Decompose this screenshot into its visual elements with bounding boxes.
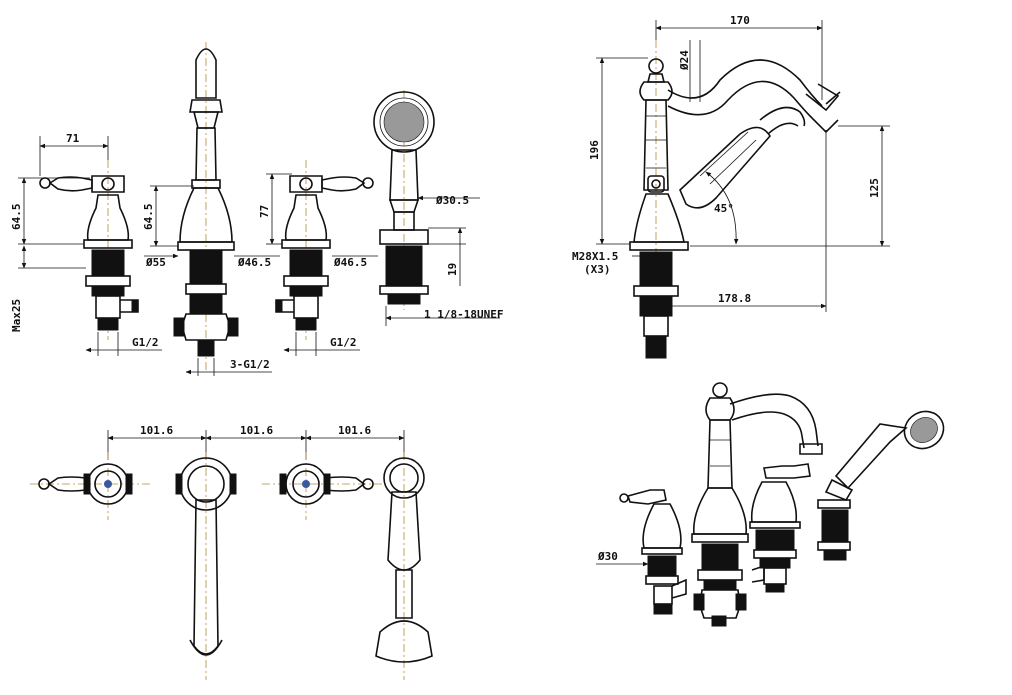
dim-71: 71 (66, 132, 80, 145)
dim-170: 170 (730, 14, 750, 27)
front-dimensions: 71 64.5 Max25 64.5 Ø55 Ø46.5 77 (10, 132, 503, 376)
dim-g12-right: G1/2 (330, 336, 357, 349)
right-handle-valve (275, 160, 374, 340)
iso-spout (691, 382, 823, 627)
dim-125: 125 (868, 178, 881, 198)
iso-left-valve (619, 489, 687, 615)
top-hand-shower (375, 452, 433, 680)
dim-101-6-c: 101.6 (338, 424, 371, 437)
dim-46-5-a: Ø46.5 (237, 256, 271, 269)
dim-178-8: 178.8 (718, 292, 751, 305)
dim-46-5-b: Ø46.5 (333, 256, 367, 269)
dim-30-5: Ø30.5 (435, 194, 469, 207)
dim-77: 77 (258, 205, 271, 218)
dim-101-6-b: 101.6 (240, 424, 273, 437)
dim-19: 19 (446, 263, 459, 276)
dim-196: 196 (588, 140, 601, 160)
top-dimensions: 101.6 101.6 101.6 (107, 424, 405, 460)
top-right-valve (262, 452, 382, 520)
dim-24: Ø24 (678, 50, 691, 71)
dim-45: 45° (714, 202, 734, 215)
iso-view: Ø30 (596, 382, 945, 627)
dim-30: Ø30 (597, 550, 618, 563)
hand-shower (373, 90, 435, 310)
top-view: 101.6 101.6 101.6 (30, 424, 433, 680)
side-view: 170 Ø24 196 125 45° M28X1.5 (X3) (572, 14, 890, 360)
top-left-valve (30, 452, 150, 520)
dim-55: Ø55 (145, 256, 166, 269)
front-view: 71 64.5 Max25 64.5 Ø55 Ø46.5 77 (10, 42, 503, 376)
dim-x3: (X3) (584, 263, 611, 276)
top-spout (175, 452, 237, 680)
dim-64-5-spout: 64.5 (142, 204, 155, 231)
dim-g12-left: G1/2 (132, 336, 159, 349)
iso-hand-shower (817, 410, 945, 561)
dim-max25: Max25 (10, 299, 23, 332)
side-dimensions: 170 Ø24 196 125 45° M28X1.5 (X3) (572, 14, 890, 312)
dim-101-6-a: 101.6 (140, 424, 173, 437)
center-spout (173, 42, 239, 370)
iso-right-valve (749, 463, 811, 593)
dim-m28: M28X1.5 (572, 250, 618, 263)
dim-unef: 1 1/8-18UNEF (424, 308, 503, 321)
left-handle-valve (39, 160, 139, 340)
dim-64-5-left: 64.5 (10, 204, 23, 231)
dim-3g12: 3-G1/2 (230, 358, 270, 371)
